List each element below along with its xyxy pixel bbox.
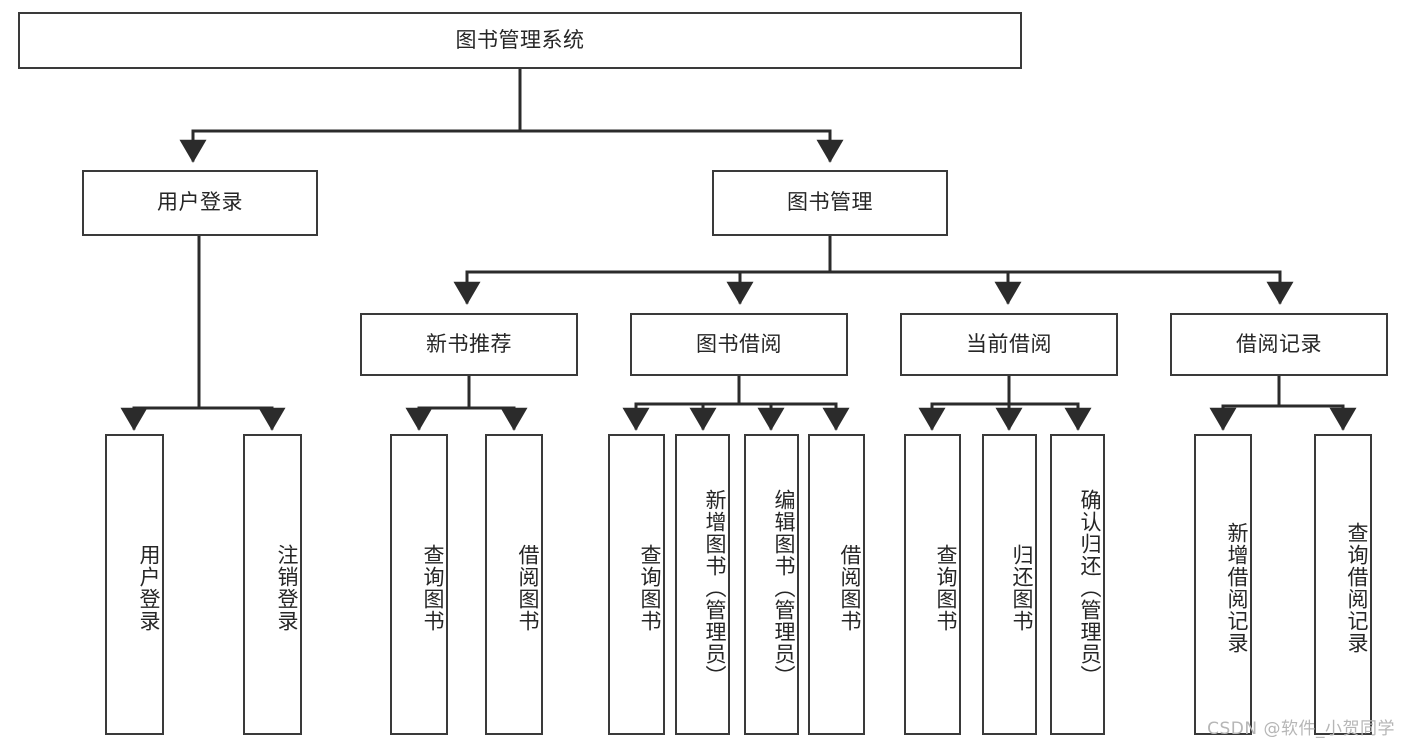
leaf-user-login[interactable]: 用户登录 [105,434,164,735]
leaf-borrow-book[interactable]: 借阅图书 [808,434,865,735]
node-book-borrow[interactable]: 图书借阅 [630,313,848,376]
leaf-query-book-borrow[interactable]: 查询图书 [608,434,665,735]
leaf-query-book-current[interactable]: 查询图书 [904,434,961,735]
leaf-add-borrow-record[interactable]: 新增借阅记录 [1194,434,1252,735]
node-root[interactable]: 图书管理系统 [18,12,1022,69]
leaf-logout-login[interactable]: 注销登录 [243,434,302,735]
node-user-login[interactable]: 用户登录 [82,170,318,236]
leaf-query-book-recommend[interactable]: 查询图书 [390,434,448,735]
leaf-borrow-book-recommend[interactable]: 借阅图书 [485,434,543,735]
leaf-query-borrow-record[interactable]: 查询借阅记录 [1314,434,1372,735]
leaf-confirm-return[interactable]: 确认归还（管理员） [1050,434,1105,735]
leaf-add-book[interactable]: 新增图书（管理员） [675,434,730,735]
node-book-manage[interactable]: 图书管理 [712,170,948,236]
leaf-return-book[interactable]: 归还图书 [982,434,1037,735]
node-borrow-record[interactable]: 借阅记录 [1170,313,1388,376]
leaf-edit-book[interactable]: 编辑图书（管理员） [744,434,799,735]
node-new-book-recommend[interactable]: 新书推荐 [360,313,578,376]
node-current-borrow[interactable]: 当前借阅 [900,313,1118,376]
